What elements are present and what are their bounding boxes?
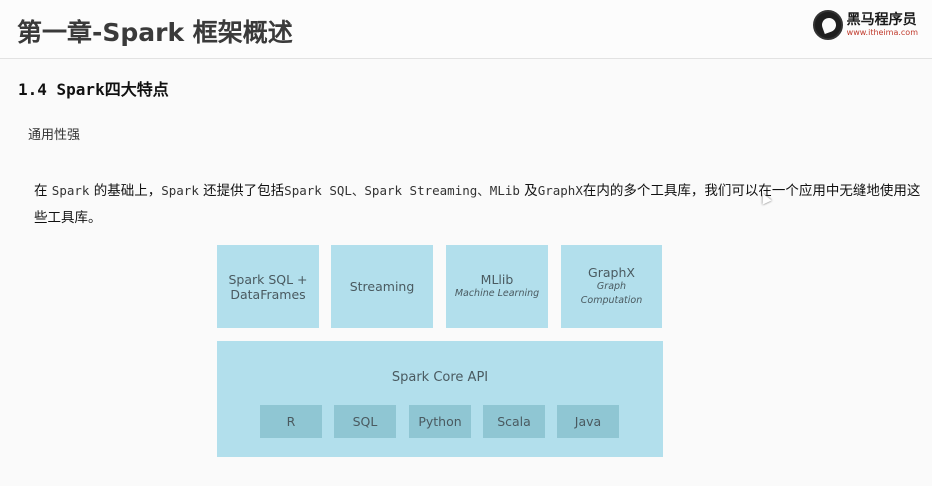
- code-graphx: GraphX: [537, 183, 583, 198]
- code-spark: Spark: [161, 183, 199, 198]
- core-api-title: Spark Core API: [391, 370, 489, 385]
- library-box-sql: Spark SQL + DataFrames: [217, 245, 319, 328]
- code-library-list: Spark SQL、Spark Streaming、MLib: [284, 183, 520, 198]
- language-box-scala: Scala: [483, 405, 545, 438]
- language-box-sql: SQL: [334, 405, 396, 438]
- library-box-graphx: GraphX Graph Computation: [561, 245, 662, 328]
- body-paragraph: 在 Spark 的基础上，Spark 还提供了包括Spark SQL、Spark…: [34, 183, 921, 226]
- section-subtitle: 通用性强: [28, 128, 81, 143]
- language-box-java: Java: [557, 405, 619, 438]
- brand-logo: 黑马程序员 www.itheima.com: [812, 10, 918, 40]
- library-box-streaming: Streaming: [331, 245, 433, 328]
- language-box-python: Python: [409, 405, 471, 438]
- header-bar: 第一章-Spark 框架概述 黑马程序员 www.itheima.com: [0, 0, 932, 59]
- language-box-r: R: [260, 405, 322, 438]
- core-api-box: Spark Core API R SQL Python Scala Java: [217, 341, 663, 457]
- library-box-mllib: MLlib Machine Learning: [446, 245, 548, 328]
- section-heading: 1.4 Spark四大特点: [18, 80, 169, 99]
- code-spark: Spark: [51, 183, 90, 198]
- logo-url: www.itheima.com: [846, 28, 918, 37]
- page-title: 第一章-Spark 框架概述: [17, 18, 293, 47]
- logo-name: 黑马程序员: [846, 12, 917, 28]
- horse-logo-icon: [812, 10, 843, 40]
